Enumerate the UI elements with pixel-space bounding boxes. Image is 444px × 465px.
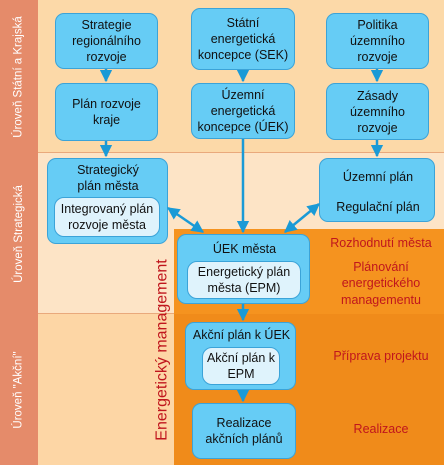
level-label-action: Úroveň "Akční" bbox=[13, 350, 26, 429]
land-use-plan-title: Územní plán bbox=[342, 170, 414, 184]
stage-planning: Plánování energetického managementu bbox=[341, 260, 421, 307]
box-uek-territorial: Územní energetická koncepce (ÚEK) bbox=[191, 83, 295, 139]
box-action-plan-epm: Akční plán k EPM bbox=[202, 347, 280, 385]
action-plan-uek-title: Akční plán k ÚEK bbox=[192, 328, 291, 342]
stage-implementation: Realizace bbox=[353, 422, 409, 436]
city-strategic-plan-title: Strategický plán města bbox=[77, 163, 139, 193]
level-label-strategic: Úroveň Strategická bbox=[13, 185, 26, 283]
level-sidebar bbox=[0, 0, 38, 465]
uek-city-title: ÚEK města bbox=[212, 242, 277, 256]
box-land-use-plan: Územní plán Regulační plán bbox=[319, 158, 435, 222]
box-epm: Energetický plán města (EPM) bbox=[187, 261, 301, 299]
box-implementation: Realizace akčních plánů bbox=[192, 403, 296, 459]
box-regional-plan: Plán rozvoje kraje bbox=[55, 83, 158, 141]
box-uek-city: ÚEK města Energetický plán města (EPM) bbox=[177, 234, 310, 304]
box-action-plan-uek: Akční plán k ÚEK Akční plán k EPM bbox=[185, 322, 296, 390]
regulatory-plan-title: Regulační plán bbox=[336, 200, 420, 214]
stage-preparation: Příprava projektu bbox=[333, 349, 429, 363]
box-spatial-principles: Zásady územního rozvoje bbox=[326, 83, 429, 140]
level-label-state-region: Úroveň Státní a Krajská bbox=[13, 16, 26, 138]
box-city-strategic-plan: Strategický plán města Integrovaný plán … bbox=[47, 158, 168, 244]
box-regional-strategy: Strategie regionálního rozvoje bbox=[55, 13, 158, 69]
energy-management-label: Energetický management bbox=[154, 259, 171, 441]
stage-decision: Rozhodnutí města bbox=[330, 236, 432, 250]
box-sek: Státní energetická koncepce (SEK) bbox=[191, 8, 295, 70]
box-spatial-policy: Politika územního rozvoje bbox=[326, 13, 429, 69]
box-integrated-plan: Integrovaný plán rozvoje města bbox=[54, 197, 160, 237]
